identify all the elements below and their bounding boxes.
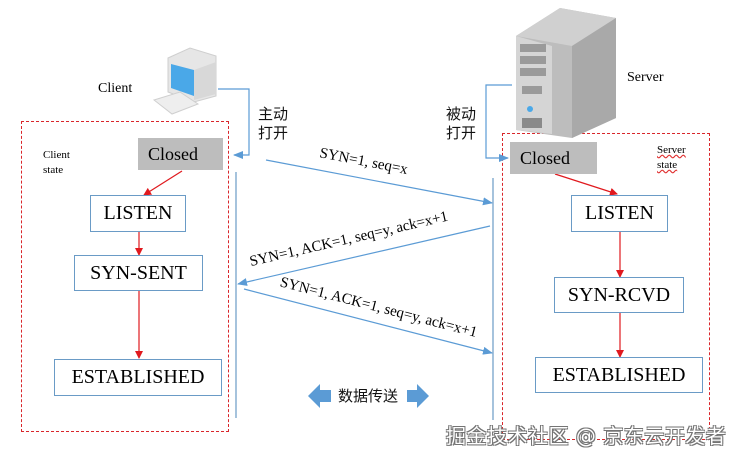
server-label: Server — [627, 70, 664, 85]
message-arrow-3 — [243, 288, 493, 355]
active-open-label: 主动 打开 — [258, 105, 288, 143]
client-state-arrow-1 — [143, 170, 183, 196]
data-transfer-label: 数据传送 — [338, 387, 399, 405]
left-arrow-icon — [308, 384, 331, 408]
client-open-connector — [218, 88, 250, 159]
right-arrow-icon — [407, 384, 429, 408]
client-state-closed: Closed — [138, 138, 223, 170]
client-state-region — [21, 121, 229, 432]
passive-open-label: 被动 打开 — [446, 105, 476, 143]
client-state-listen: LISTEN — [90, 195, 186, 232]
client-state-established: ESTABLISHED — [54, 359, 222, 396]
active-open-label-line2: 打开 — [258, 124, 289, 142]
server-state-arrow-1 — [554, 173, 618, 196]
active-open-label-line1: 主动 — [258, 105, 289, 123]
server-state-label-line2: state — [657, 159, 678, 171]
client-state-label-line1: Client — [43, 149, 70, 161]
server-state-listen: LISTEN — [571, 195, 668, 232]
client-state-label: Client state — [43, 148, 70, 178]
server-state-closed: Closed — [510, 142, 597, 174]
client-state-syn-sent: SYN-SENT — [74, 255, 203, 291]
passive-open-label-line2: 打开 — [446, 124, 477, 142]
server-state-label: Server state — [657, 143, 686, 173]
server-state-region — [502, 133, 710, 440]
server-state-established: ESTABLISHED — [535, 357, 703, 393]
watermark: 掘金技术社区 @ 京东云开发者 — [446, 424, 727, 448]
message-arrow-2 — [237, 225, 491, 286]
server-state-label-line1: Server — [657, 144, 686, 156]
server-state-syn-rcvd: SYN-RCVD — [554, 277, 684, 313]
client-label: Client — [98, 81, 133, 96]
message-arrow-1 — [265, 159, 493, 206]
server-open-connector — [485, 84, 512, 162]
passive-open-label-line1: 被动 — [446, 105, 477, 123]
client-state-label-line2: state — [43, 164, 64, 176]
